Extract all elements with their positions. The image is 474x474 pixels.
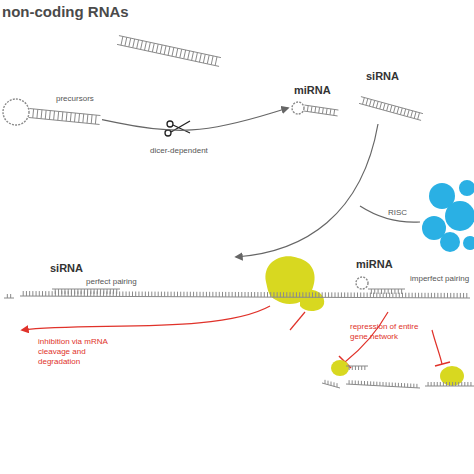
hairpin-precursor	[29, 109, 101, 125]
repressed-mrna	[322, 380, 340, 388]
hairpin-loop	[292, 102, 304, 114]
risc-complex	[422, 180, 474, 252]
repressed-mrna	[346, 380, 420, 388]
mirna-duplex	[304, 105, 339, 116]
precursor-group: precursors	[0, 84, 102, 134]
annotation-label: imperfect pairing	[410, 274, 474, 284]
loading-arrow	[236, 124, 378, 257]
risc-group: RISC	[384, 206, 416, 220]
node-label: siRNA	[366, 70, 399, 83]
bound-mirna	[368, 289, 405, 294]
bound-mirna	[346, 366, 368, 370]
node-label: precursors	[56, 94, 94, 104]
mirna-group: miRNA	[288, 82, 340, 118]
scissors-icon	[165, 121, 190, 136]
annotation-label: siRNA	[50, 262, 83, 275]
repression-line	[432, 330, 442, 364]
risc-protein	[331, 360, 349, 376]
repressed-mrna	[425, 382, 474, 386]
cleavage-arrow	[22, 306, 270, 330]
risc-line	[360, 206, 420, 222]
mrna-fragment	[4, 294, 14, 298]
dsrna-precursor	[117, 36, 221, 67]
annotation-label: perfect pairing	[86, 277, 137, 287]
hairpin-loop	[3, 99, 29, 125]
cleavage-arrow	[290, 312, 305, 330]
risc-protein	[440, 366, 464, 386]
annotation-label: inhibition via mRNA cleavage and degrada…	[38, 337, 118, 367]
bound-sirna	[52, 289, 120, 294]
diagram-title: non-coding RNAs	[2, 3, 129, 20]
node-label: miRNA	[294, 84, 331, 97]
process-arrow	[102, 108, 288, 130]
hairpin-loop	[356, 277, 368, 289]
edge-label: dicer-dependent	[150, 146, 208, 156]
sirna-group: siRNA	[356, 68, 426, 122]
annotation-label: miRNA	[356, 258, 393, 271]
sirna-duplex	[359, 97, 423, 121]
node-label: RISC	[388, 208, 407, 218]
risc-protein	[300, 290, 324, 311]
repression-bar	[435, 362, 450, 366]
annotation-label: repression of entire gene network	[350, 322, 428, 342]
